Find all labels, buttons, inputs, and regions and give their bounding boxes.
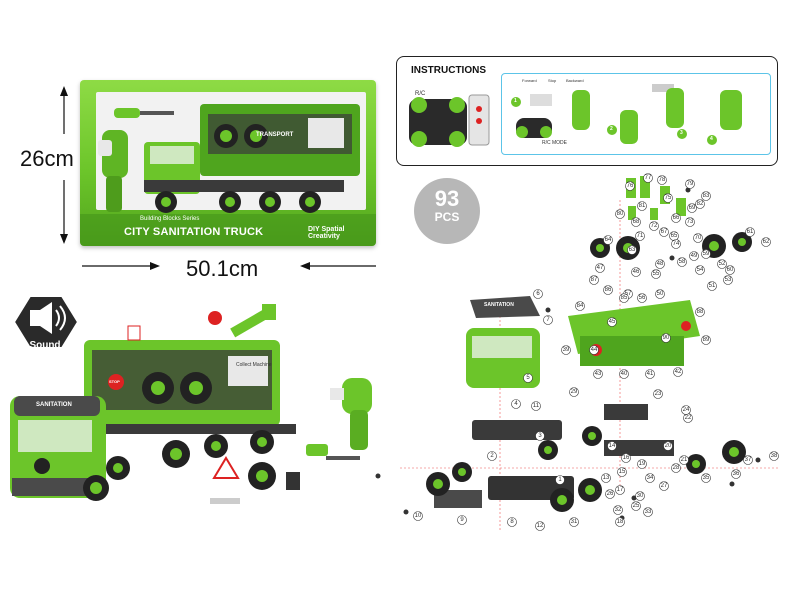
box-width-label: 50.1cm bbox=[186, 256, 259, 281]
instructions-steps-panel: R/C MODE Forward Stop Backward 1 2 3 4 bbox=[501, 73, 771, 155]
package-diy-text: DIY Spatial Creativity bbox=[308, 226, 345, 240]
step-number-4: 4 bbox=[710, 136, 713, 142]
pcs-unit: PCS bbox=[434, 210, 460, 224]
sound-label: Sound bbox=[29, 340, 61, 351]
step-number-2: 2 bbox=[610, 126, 613, 132]
instructions-title: INSTRUCTIONS bbox=[411, 65, 486, 76]
control-stop-label: Stop bbox=[548, 78, 557, 83]
instructions-graphics bbox=[409, 94, 490, 147]
step-number-1: 1 bbox=[514, 98, 517, 104]
pcs-badge: 93 PCS bbox=[414, 178, 480, 244]
pcs-count: 93 bbox=[434, 186, 460, 211]
control-forward-label: Forward bbox=[522, 78, 537, 83]
exploded-cab-label: SANITATION bbox=[484, 302, 514, 308]
assembled-trailer-label: Collect Machine bbox=[236, 362, 272, 368]
assembled-cab-label: SANITATION bbox=[36, 402, 72, 408]
control-backward-label: Backward bbox=[566, 78, 584, 83]
instructions-panel: INSTRUCTIONS R/C R/C MODE Forward Stop B… bbox=[396, 56, 778, 166]
instructions-steps-graphics bbox=[511, 84, 742, 145]
package-box: Building Blocks Series CITY SANITATION T… bbox=[80, 80, 376, 246]
package-contents bbox=[80, 104, 376, 246]
rc-label: R/C bbox=[415, 91, 426, 97]
step-number-3: 3 bbox=[680, 130, 683, 136]
package-title: CITY SANITATION TRUCK bbox=[124, 226, 264, 238]
box-height-label: 26cm bbox=[20, 146, 74, 171]
rc-mode-label: R/C MODE bbox=[542, 140, 567, 146]
package-side-text: TRANSPORT bbox=[256, 132, 294, 138]
assembled-stop-sign-label: STOP bbox=[109, 379, 120, 384]
package-series-text: Building Blocks Series bbox=[140, 216, 200, 222]
